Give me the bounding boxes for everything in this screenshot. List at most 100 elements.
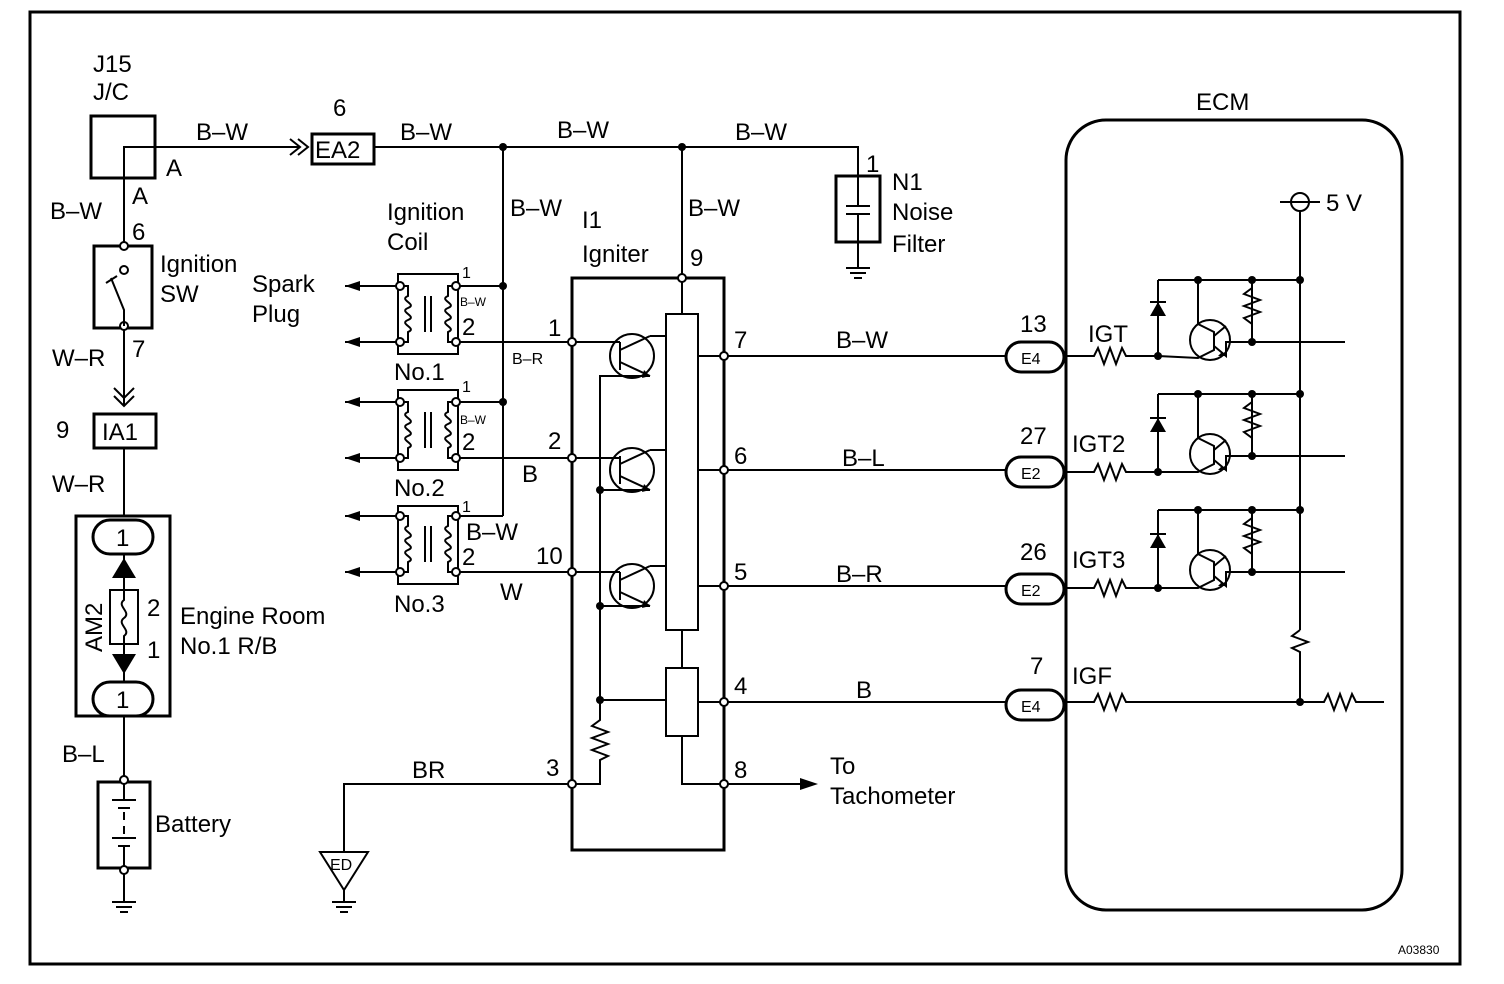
wire-jc-ea2: B–W: [196, 119, 248, 146]
rb-side-pin-top: 2: [147, 595, 160, 622]
jc-pin-a-bottom: A: [132, 183, 148, 210]
igt-connector: E4: [1021, 351, 1041, 368]
coil-no1: 1 2 B–W No.1: [345, 265, 572, 386]
igniter-transistor-2: [576, 447, 666, 493]
igniter-transistor-1: [576, 333, 666, 700]
rb-line1: Engine Room: [180, 603, 325, 630]
ground-wire: BR: [412, 757, 445, 784]
igt3-ecm-pin: 26: [1020, 539, 1047, 566]
wire-in-2: B: [522, 461, 538, 488]
igt-wire: B–W: [836, 327, 888, 354]
wire-bus-right: B–W: [735, 119, 787, 146]
igniter-ref: I1: [582, 207, 602, 234]
jc-pin-a-top: A: [166, 155, 182, 182]
wire-in-3: W: [500, 579, 523, 606]
coil1-pin1: 1: [462, 265, 471, 282]
figure-id: A03830: [1398, 943, 1440, 957]
igt3-name: IGT3: [1072, 547, 1125, 574]
coil-no2: 1 2 B–W No.2: [345, 379, 572, 502]
diagram-frame: [28, 10, 1462, 966]
coil1-name: No.1: [394, 359, 445, 386]
igf-name: IGF: [1072, 663, 1112, 690]
coil3-feed: B–W: [466, 519, 518, 546]
igf-ecm-pin: 7: [1030, 653, 1043, 680]
ignition-coil-line1: Ignition: [387, 199, 464, 226]
wire-sw-out: W–R: [52, 345, 105, 372]
wire-jc-down: B–W: [50, 198, 102, 225]
signal-igt3: 5 B–R 26 E2 IGT3: [728, 539, 1125, 606]
igt-ecm-pin: 13: [1020, 311, 1047, 338]
igt3-connector: E2: [1021, 583, 1041, 600]
igniter-pin-10: 10: [536, 543, 563, 570]
ia1-pin: 9: [56, 417, 69, 444]
wire-bus-mid: B–W: [557, 117, 609, 144]
coil3-pin2: 2: [462, 544, 475, 571]
igt-igniter-pin: 7: [734, 327, 747, 354]
igt2-ecm-pin: 27: [1020, 423, 1047, 450]
tach-line2: Tachometer: [830, 783, 955, 810]
nf-ref: N1: [892, 169, 923, 196]
jc-name: J/C: [93, 79, 129, 106]
ig-sw-line1: Ignition: [160, 251, 237, 278]
ecm-5v: 5 V: [1326, 190, 1362, 217]
ig-sw-pin-top: 6: [132, 219, 145, 246]
engine-room-relay-block: 1 1 AM2 2 1 Engine Room No.1 R/B: [74, 514, 325, 718]
ig-sw-pin-bottom: 7: [132, 336, 145, 363]
igniter-pin-power: 9: [690, 245, 703, 272]
nf-pin: 1: [866, 151, 879, 178]
ecm-stage-igt3: [1064, 506, 1345, 599]
igf-wire: B: [856, 677, 872, 704]
coil3-name: No.3: [394, 591, 445, 618]
rb-line2: No.1 R/B: [180, 633, 277, 660]
connector-ea2: 6 EA2: [310, 95, 376, 166]
coil-no3: 1 2 B–W No.3: [345, 499, 572, 618]
ia1-label: IA1: [102, 419, 138, 446]
nf-line2: Filter: [892, 231, 945, 258]
igt2-name: IGT2: [1072, 431, 1125, 458]
rb-pin-bottom: 1: [116, 687, 129, 714]
jc-ref: J15: [93, 51, 132, 78]
igt2-igniter-pin: 6: [734, 443, 747, 470]
igniter-pin-ground: 3: [546, 755, 559, 782]
ig-sw-line2: SW: [160, 281, 199, 308]
ecm: ECM 5 V: [1064, 89, 1404, 912]
igt3-wire: B–R: [836, 561, 883, 588]
igniter-pin-1: 1: [548, 315, 561, 342]
fuse-am2: AM2: [81, 603, 108, 652]
igniter-transistor-3: [576, 563, 666, 609]
coil3-pin1: 1: [462, 499, 471, 516]
junction-connector-j15: J15 J/C A A: [89, 51, 182, 210]
igniter: I1 Igniter 9: [546, 207, 747, 852]
coil2-pin1: 1: [462, 379, 471, 396]
connector-ia1: 9 IA1: [56, 412, 158, 450]
wire-coil-feed: B–W: [510, 195, 562, 222]
coil2-feed: B–W: [460, 413, 487, 427]
wire-battery-feed: B–L: [62, 741, 105, 768]
signal-igt2: 6 B–L 27 E2 IGT2: [728, 423, 1125, 489]
ignition-coil-line2: Coil: [387, 229, 428, 256]
igniter-pin-2: 2: [548, 428, 561, 455]
spark-plug-line2: Plug: [252, 301, 300, 328]
ea2-pin: 6: [333, 95, 346, 122]
tach-line1: To: [830, 753, 855, 780]
igt2-connector: E2: [1021, 466, 1041, 483]
ground-label: ED: [330, 857, 352, 874]
signal-igf: 4 B 7 E4 IGF: [728, 653, 1112, 722]
coil2-name: No.2: [394, 475, 445, 502]
igt2-wire: B–L: [842, 445, 885, 472]
coil1-feed: B–W: [460, 295, 487, 309]
ecm-stage-igt2: [1064, 390, 1345, 483]
ecm-label: ECM: [1196, 89, 1249, 116]
igf-igniter-pin: 4: [734, 673, 747, 700]
igt-name: IGT: [1088, 321, 1128, 348]
wire-igniter-feed: B–W: [688, 195, 740, 222]
wire-in-1: B–R: [512, 351, 543, 368]
rb-side-pin-bottom: 1: [147, 637, 160, 664]
wire-ea2-out: B–W: [400, 119, 452, 146]
ground-ed: ED: [318, 851, 370, 913]
battery: Battery: [96, 775, 231, 913]
coil2-pin2: 2: [462, 429, 475, 456]
battery-label: Battery: [155, 811, 231, 838]
rb-pin-top: 1: [116, 525, 129, 552]
